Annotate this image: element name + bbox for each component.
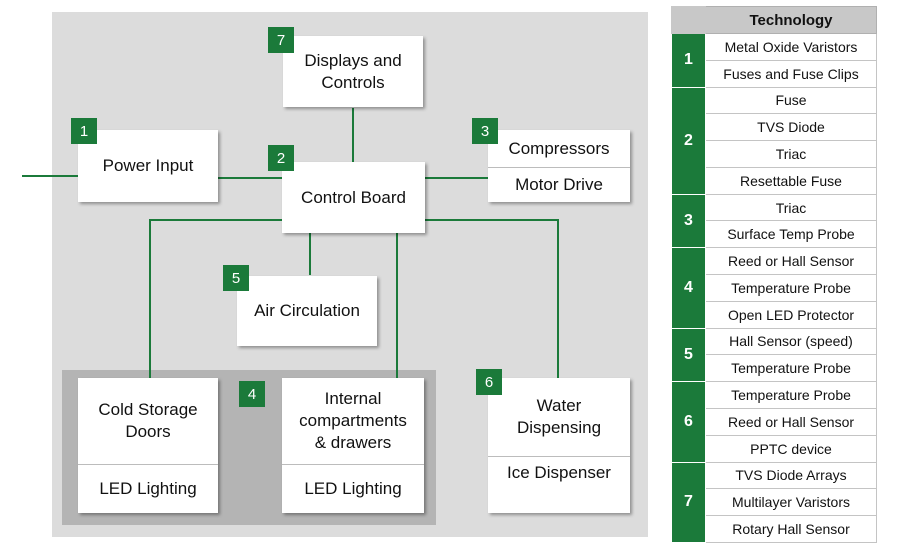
- cold-storage-doors-label: Cold Storage Doors: [98, 400, 198, 441]
- technology-cell: Fuse: [705, 86, 877, 115]
- compressors-box: Compressors Motor Drive: [488, 130, 630, 202]
- technology-cell: Triac: [705, 140, 877, 168]
- technology-header: Technology: [705, 6, 877, 34]
- technology-cell: Fuses and Fuse Clips: [705, 59, 877, 88]
- water-dispensing-divider: [488, 456, 630, 457]
- technology-cell: Reed or Hall Sensor: [705, 247, 877, 276]
- badge-air-circulation: 5: [223, 265, 249, 291]
- badge-compressors: 3: [472, 118, 498, 144]
- group-number-cell: 3: [671, 193, 706, 249]
- table-row: Rotary Hall Sensor: [672, 515, 877, 543]
- technology-cell: Resettable Fuse: [705, 166, 877, 195]
- technology-cell: Metal Oxide Varistors: [705, 33, 877, 61]
- technology-cell: Temperature Probe: [705, 354, 877, 383]
- badge-lighting-group: 4: [239, 381, 265, 407]
- group-number-cell: 5: [671, 327, 706, 383]
- technology-cell: TVS Diode Arrays: [705, 461, 877, 490]
- compressors-divider: [488, 167, 630, 168]
- technology-cell: Multilayer Varistors: [705, 488, 877, 517]
- technology-cell: TVS Diode: [705, 113, 877, 142]
- table-corner-cell: [671, 6, 706, 34]
- technology-cell: Temperature Probe: [705, 381, 877, 409]
- table-row: TVS Diode: [672, 113, 877, 142]
- table-row: Open LED Protector: [672, 300, 877, 329]
- technology-cell: Hall Sensor (speed): [705, 327, 877, 356]
- motor-drive-label: Motor Drive: [515, 175, 603, 194]
- air-circulation-box: Air Circulation: [237, 276, 377, 346]
- water-dispensing-label: Water Dispensing: [516, 396, 602, 437]
- table-row: Reed or Hall Sensor: [672, 407, 877, 436]
- cold-storage-doors-box: Cold Storage Doors LED Lighting: [78, 378, 218, 513]
- badge-power-input: 1: [71, 118, 97, 144]
- table-row: Surface Temp Probe: [672, 220, 877, 249]
- table-row: Resettable Fuse: [672, 166, 877, 195]
- badge-displays: 7: [268, 27, 294, 53]
- table-header-row: Technology: [671, 6, 877, 34]
- internal-compartments-box: Internal compartments & drawers LED Ligh…: [282, 378, 424, 513]
- technology-cell: Rotary Hall Sensor: [705, 515, 877, 543]
- badge-control-board: 2: [268, 145, 294, 171]
- technology-cell: PPTC device: [705, 434, 877, 463]
- power-input-box: Power Input: [78, 130, 218, 202]
- internal-compartments-divider: [282, 464, 424, 465]
- cold-storage-divider: [78, 464, 218, 465]
- displays-controls-box: Displays and Controls: [283, 36, 423, 107]
- internal-compartments-label: Internal compartments & drawers: [299, 389, 407, 452]
- line-control-to-doors: [149, 219, 282, 378]
- group-number-cell: 1: [671, 33, 706, 88]
- table-row: Fuses and Fuse Clips: [672, 59, 877, 88]
- water-dispensing-box: Water Dispensing Ice Dispenser: [488, 378, 630, 513]
- technology-cell: Temperature Probe: [705, 274, 877, 302]
- internal-led-label: LED Lighting: [304, 479, 402, 498]
- technology-cell: Triac: [705, 193, 877, 222]
- technology-cell: Reed or Hall Sensor: [705, 407, 877, 436]
- group-number-cell: 7: [671, 461, 706, 543]
- technology-cell: Surface Temp Probe: [705, 220, 877, 249]
- control-board-box: Control Board: [282, 162, 425, 233]
- displays-controls-label: Displays and Controls: [304, 50, 402, 92]
- table-row: Triac: [672, 140, 877, 168]
- cold-storage-led-label: LED Lighting: [99, 479, 197, 498]
- table-row: PPTC device: [672, 434, 877, 463]
- control-board-label: Control Board: [301, 187, 406, 207]
- badge-water: 6: [476, 369, 502, 395]
- ice-dispenser-label: Ice Dispenser: [507, 463, 611, 482]
- group-number-cell: 2: [671, 86, 706, 195]
- technology-cell: Open LED Protector: [705, 300, 877, 329]
- air-circulation-label: Air Circulation: [254, 301, 360, 320]
- group-number-cell: 4: [671, 247, 706, 329]
- table-row: Temperature Probe: [672, 354, 877, 383]
- line-control-to-water: [425, 219, 559, 378]
- group-number-cell: 6: [671, 381, 706, 463]
- connector-lines: [22, 108, 559, 378]
- compressors-label: Compressors: [508, 138, 610, 158]
- power-input-label: Power Input: [102, 156, 194, 175]
- block-diagram: Displays and Controls 7 Power Input 1 Co…: [22, 12, 648, 537]
- table-row: Multilayer Varistors: [672, 488, 877, 517]
